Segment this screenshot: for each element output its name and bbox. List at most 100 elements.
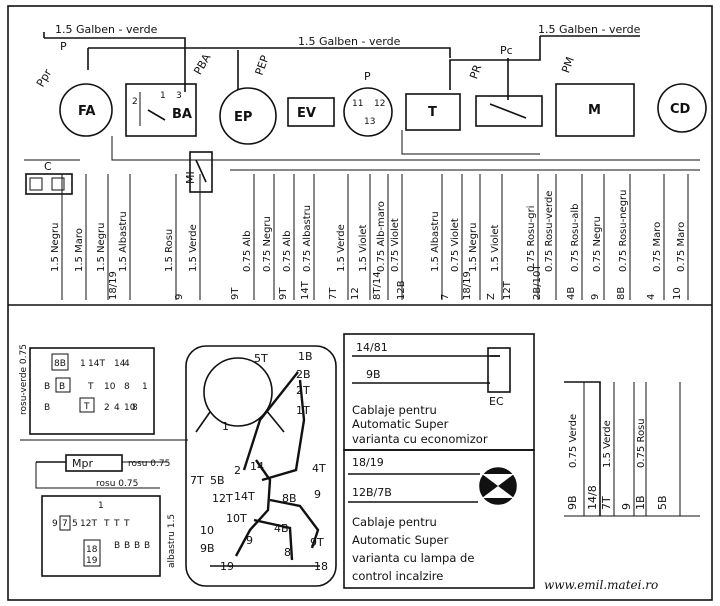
round-pin-label: 2B xyxy=(296,368,311,381)
svg-text:1: 1 xyxy=(80,359,86,369)
svg-text:10: 10 xyxy=(104,382,116,392)
wire-drops xyxy=(61,174,689,300)
wire-label: 1.5 Verde xyxy=(188,224,199,272)
right-table-code: 14/8 xyxy=(586,485,599,510)
round-pin-label: 14T xyxy=(234,490,255,503)
right-table-wire: 1.5 Verde xyxy=(602,420,613,468)
svg-text:2: 2 xyxy=(104,403,110,413)
svg-text:varianta cu lampa de: varianta cu lampa de xyxy=(352,551,474,565)
svg-text:Mpr: Mpr xyxy=(72,457,93,470)
svg-text:M: M xyxy=(588,103,601,118)
svg-text:rosu 0.75: rosu 0.75 xyxy=(96,479,138,489)
wire-label: 1.5 Maro xyxy=(74,228,85,272)
round-pin-label: 9 xyxy=(314,488,321,501)
terminal-label: 9 xyxy=(174,294,185,300)
wire-label: 0.75 Rosu-alb xyxy=(570,204,581,272)
round-pin-label: 10T xyxy=(226,512,247,525)
mi-switch: MI xyxy=(184,151,213,193)
right-table-code: 5B xyxy=(656,495,669,510)
wire-label: 0.75 Rosu-gri xyxy=(526,206,537,272)
svg-text:19: 19 xyxy=(86,556,98,566)
mpr-unit: Mpr rosu 0.75 xyxy=(36,454,170,472)
svg-text:varianta cu economizor: varianta cu economizor xyxy=(352,432,488,446)
terminal-label: 12T xyxy=(502,280,513,300)
right-table-code: 9B xyxy=(566,495,579,510)
svg-text:T: T xyxy=(113,519,120,529)
svg-text:Automatic Super: Automatic Super xyxy=(352,417,449,431)
round-pin-label: 4T xyxy=(312,462,326,475)
wire-label: 0.75 Alb xyxy=(242,231,253,272)
svg-text:B: B xyxy=(44,403,50,413)
svg-text:10: 10 xyxy=(124,403,136,413)
round-connector xyxy=(185,345,337,587)
terminal-label: 4B xyxy=(566,287,577,300)
svg-text:18: 18 xyxy=(86,545,98,555)
svg-text:rosu-verde 0.75: rosu-verde 0.75 xyxy=(19,344,29,415)
svg-text:Pc: Pc xyxy=(500,44,513,57)
round-pin-label: 8B xyxy=(282,492,297,505)
terminal-label: 7 xyxy=(440,294,451,300)
wire-label: 1.5 Violet xyxy=(490,224,501,272)
svg-text:EP: EP xyxy=(234,110,252,125)
svg-text:3: 3 xyxy=(176,91,182,101)
terminal-label: 8B xyxy=(616,287,627,300)
round-pin-label: 9 xyxy=(246,534,253,547)
svg-text:14T: 14T xyxy=(88,359,105,369)
terminal-label: 9T xyxy=(278,287,289,300)
p-connector-round: 11 12 13 P xyxy=(343,70,393,137)
svg-text:P: P xyxy=(60,40,67,53)
wire-label: 1.5 Albastru xyxy=(118,211,129,272)
terminal-label: 9T xyxy=(230,287,241,300)
svg-text:T: T xyxy=(87,382,94,392)
svg-text:12: 12 xyxy=(374,99,385,109)
terminal-label: 8T/14 xyxy=(372,271,383,300)
svg-text:B: B xyxy=(59,382,65,392)
round-pin-label: 5B xyxy=(210,474,225,487)
wire-label: 0.75 Maro xyxy=(676,222,687,272)
round-pin-label: 1B xyxy=(298,350,313,363)
t-unit: T xyxy=(405,93,461,131)
svg-text:T: T xyxy=(428,105,437,120)
ep-unit: EP PEP xyxy=(219,53,277,145)
svg-text:PR: PR xyxy=(467,63,484,81)
round-pin-label: 1 xyxy=(222,420,229,433)
wire-label: 1.5 Verde xyxy=(336,224,347,272)
wire-label: 0.75 Albastru xyxy=(302,205,313,272)
wire-label: 0.75 Negru xyxy=(262,216,273,272)
wire-label: 0.75 Rosu-negru xyxy=(618,189,629,272)
left-connector: rosu-verde 0.75 8B B 1 14T B B T T 10 8 … xyxy=(19,344,155,435)
wire-label: 1.5 Negru xyxy=(468,222,479,272)
m-unit: M PM xyxy=(555,55,635,137)
wire-label: 0.75 Alb xyxy=(282,231,293,272)
svg-text:Cablaje pentru: Cablaje pentru xyxy=(352,515,437,529)
feed-label-right: 1.5 Galben - verde xyxy=(538,23,641,36)
svg-text:9B: 9B xyxy=(366,368,381,381)
svg-text:2: 2 xyxy=(132,97,138,107)
svg-text:PM: PM xyxy=(559,55,577,75)
wire-label: 1.5 Violet xyxy=(358,224,369,272)
svg-text:BA: BA xyxy=(172,107,192,122)
svg-text:PBA: PBA xyxy=(191,51,213,77)
svg-text:B: B xyxy=(124,541,130,551)
svg-text:P: P xyxy=(364,70,371,83)
svg-text:13: 13 xyxy=(364,117,375,127)
svg-text:14/81: 14/81 xyxy=(356,341,388,354)
wire-label: 1.5 Negru xyxy=(96,222,107,272)
terminal-label: 9 xyxy=(590,294,601,300)
svg-text:12B/7B: 12B/7B xyxy=(352,486,392,499)
round-pin-label: 12T xyxy=(212,492,233,505)
terminal-label: 14T xyxy=(300,280,311,300)
svg-text:CD: CD xyxy=(670,102,691,117)
svg-text:rosu 0.75: rosu 0.75 xyxy=(128,459,170,469)
svg-text:albastru 1.5: albastru 1.5 xyxy=(167,514,177,568)
terminal-label: 12 xyxy=(350,287,361,300)
feed-label-mid: 1.5 Galben - verde xyxy=(298,35,401,48)
svg-text:B: B xyxy=(44,382,50,392)
svg-text:B: B xyxy=(144,541,150,551)
svg-text:Ppr: Ppr xyxy=(34,67,55,90)
round-pin-label: 9B xyxy=(200,542,215,555)
round-pin-label: 2 xyxy=(234,464,241,477)
